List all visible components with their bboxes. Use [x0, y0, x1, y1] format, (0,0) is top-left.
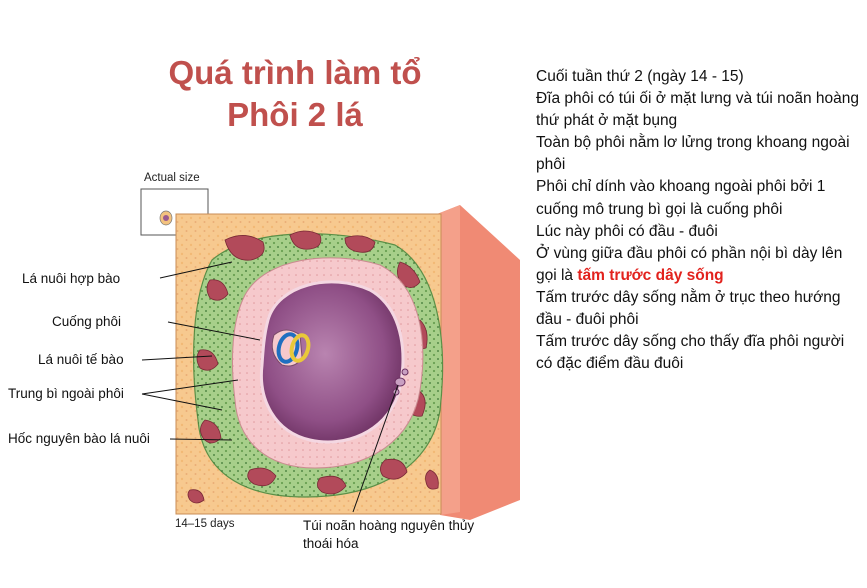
highlight-term: tấm trước dây sống — [577, 266, 724, 284]
note-line-highlight: Ở vùng giữa đầu phôi có phần nội bì dày … — [536, 243, 861, 287]
note-line: Phôi chỉ dính vào khoang ngoài phôi bởi … — [536, 178, 826, 218]
note-line: Tấm trước dây sống cho thấy đĩa phôi ngư… — [536, 333, 845, 373]
label-connecting-stalk: Cuống phôi — [52, 314, 122, 329]
title-line-2: Phôi 2 lá — [227, 96, 363, 133]
page-title: Quá trình làm tổ Phôi 2 lá — [100, 52, 490, 136]
actual-size-label: Actual size — [144, 172, 200, 184]
label-trophoblastic-lacunae: Hốc nguyên bào lá nuôi — [8, 431, 150, 446]
chorionic-cavity — [259, 280, 405, 444]
note-line: Tấm trước dây sống nằm ở trục theo hướng… — [536, 288, 841, 329]
label-syncytiotrophoblast: Lá nuôi hợp bào — [22, 271, 121, 286]
notes-panel: Cuối tuần thứ 2 (ngày 14 - 15) Đĩa phôi … — [536, 66, 861, 375]
days-label: 14–15 days — [175, 518, 235, 530]
note-line: Lúc này phôi có đầu - đuôi — [536, 222, 718, 240]
note-line: Toàn bộ phôi nằm lơ lửng trong khoang ng… — [536, 134, 850, 174]
leader-lines — [141, 261, 399, 513]
title-line-1: Quá trình làm tổ — [168, 54, 422, 91]
degenerating-yolk-sac — [392, 368, 409, 396]
label-degenerating-yolk-sac: Túi noãn hoàng nguyên thủy thoái hóa — [303, 518, 475, 551]
trophoblastic-lacunae — [187, 230, 439, 504]
note-line: Đĩa phôi có túi ối ở mặt lưng và túi noã… — [536, 90, 859, 130]
label-extraembryonic-mesoderm: Trung bì ngoài phôi — [8, 386, 124, 401]
embryonic-disc — [271, 329, 311, 367]
label-cytotrophoblast: Lá nuôi tế bào — [38, 352, 124, 367]
note-line: Cuối tuần thứ 2 (ngày 14 - 15) — [536, 68, 744, 85]
note-text: Ở vùng giữa đầu phôi có phần nội bì dày … — [536, 244, 843, 284]
